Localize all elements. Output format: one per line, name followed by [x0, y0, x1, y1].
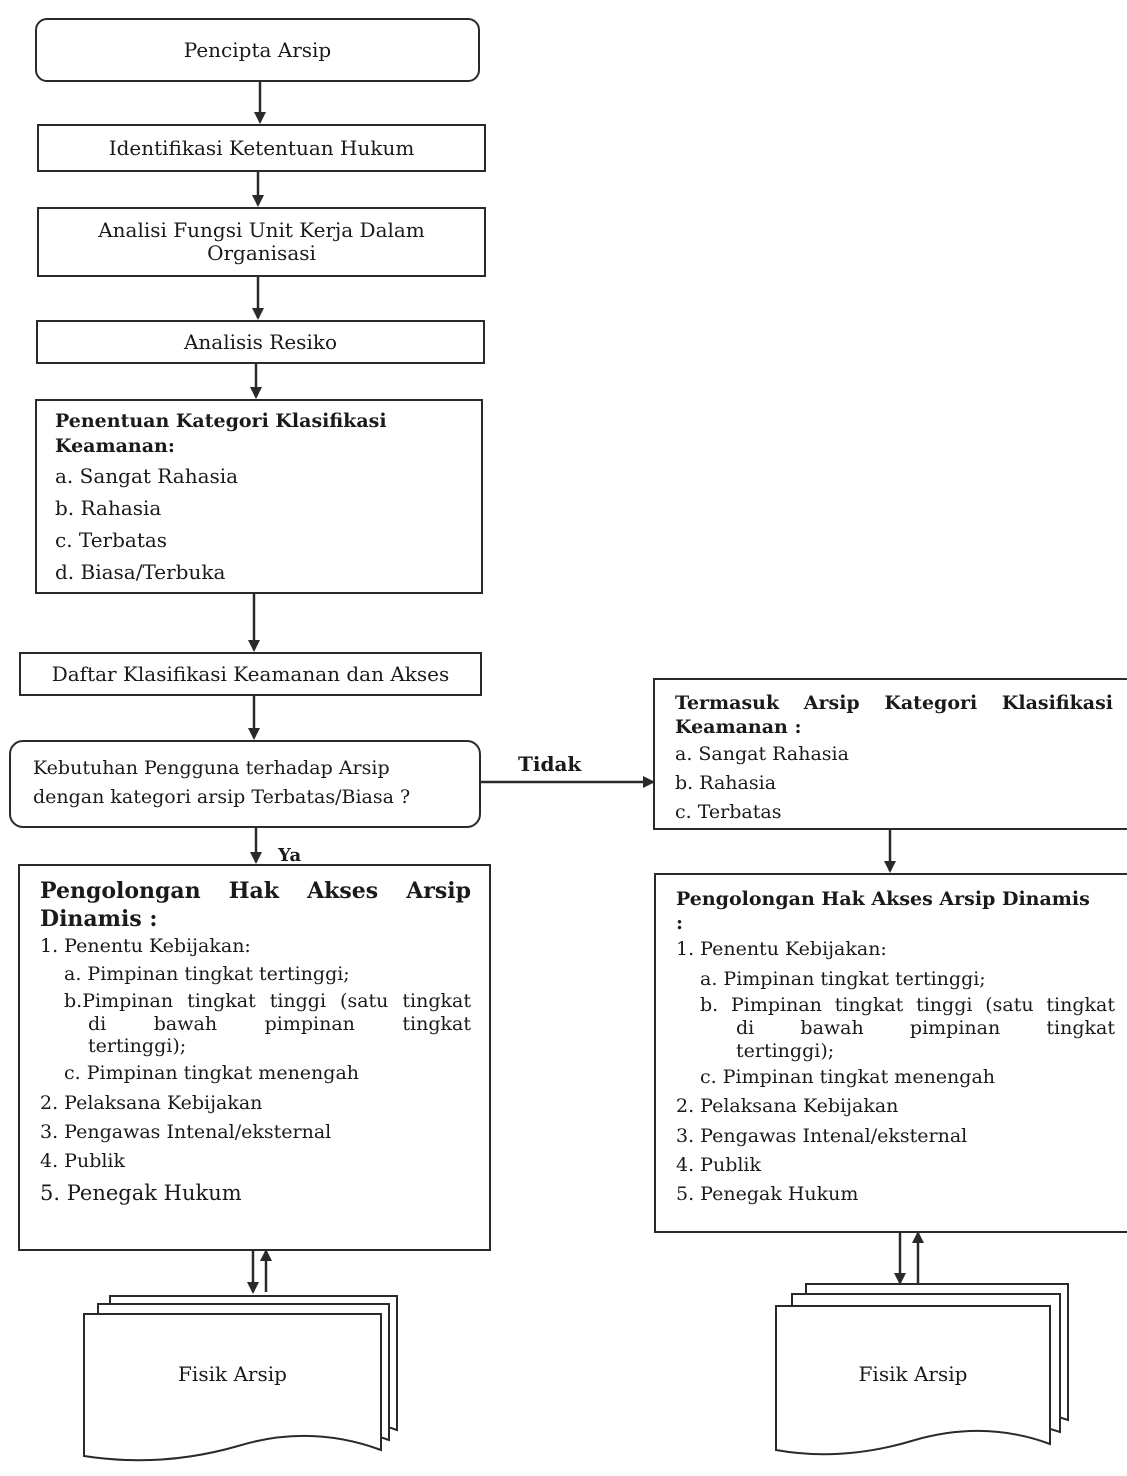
access-right-b-line1: b. Pimpinan tingkat tinggi (satu tingkat	[700, 994, 1115, 1017]
access-left-a: a. Pimpinan tingkat tertinggi;	[64, 963, 350, 986]
access-right-heading-line2: :	[676, 911, 684, 934]
access-left-b-line1: b.Pimpinan tingkat tinggi (satu tingkat	[64, 989, 471, 1012]
access-left-p2: 2. Pelaksana Kebijakan	[40, 1091, 263, 1114]
access-left-p4: 4. Publik	[40, 1150, 126, 1173]
category-item: d. Biasa/Terbuka	[55, 560, 226, 585]
access-right-b-line2: di bawah pimpinan tingkat	[736, 1017, 1115, 1040]
access-left-box: Pengolongan Hak Akses Arsip Dinamis : 1.…	[18, 864, 491, 1251]
category-heading-line2: Keamanan:	[55, 434, 175, 457]
step-function-line1: Analisi Fungsi Unit Kerja Dalam	[98, 218, 425, 242]
access-left-b-line3: tertinggi);	[88, 1035, 187, 1058]
decision-box: Kebutuhan Pengguna terhadap Arsip dengan…	[9, 740, 481, 828]
secure-item: b. Rahasia	[675, 771, 777, 794]
category-heading: Penentuan Kategori Klasifikasi Keamanan:	[55, 409, 463, 458]
document-stack-left	[83, 1295, 398, 1462]
decision-line2: dengan kategori arsip Terbatas/Biasa ?	[33, 785, 411, 808]
yes-branch-label: Ya	[278, 845, 302, 866]
access-left-c: c. Pimpinan tingkat menengah	[64, 1062, 360, 1085]
access-right-heading-line1: Pengolongan Hak Akses Arsip Dinamis	[676, 888, 1090, 910]
category-list: a. Sangat Rahasia b. Rahasia c. Terbatas…	[55, 460, 463, 588]
access-left-p3: 3. Pengawas Intenal/eksternal	[40, 1121, 332, 1144]
access-right-b: b. Pimpinan tingkat tinggi (satu tingkat…	[676, 994, 1115, 1062]
access-right-c: c. Pimpinan tingkat menengah	[700, 1065, 996, 1088]
start-terminal: Pencipta Arsip	[35, 18, 480, 82]
access-right-b-line3: tertinggi);	[736, 1039, 835, 1062]
access-left-b: b.Pimpinan tingkat tinggi (satu tingkat …	[40, 990, 471, 1058]
step-legal-identification: Identifikasi Ketentuan Hukum	[37, 124, 486, 172]
secure-category-box: Termasuk Arsip Kategori Klasifikasi Keam…	[653, 678, 1127, 830]
category-item: c. Terbatas	[55, 528, 168, 553]
step-legal-label: Identifikasi Ketentuan Hukum	[108, 136, 415, 160]
step-classification-list: Daftar Klasifikasi Keamanan dan Akses	[19, 652, 482, 696]
start-label: Pencipta Arsip	[183, 38, 332, 62]
access-right-box: Pengolongan Hak Akses Arsip Dinamis : 1.…	[654, 873, 1127, 1233]
step-function-analysis: Analisi Fungsi Unit Kerja Dalam Organisa…	[37, 207, 486, 277]
access-right-p5: 5. Penegak Hukum	[676, 1183, 859, 1206]
category-heading-line1: Penentuan Kategori Klasifikasi	[55, 410, 387, 432]
step-risk-label: Analisis Resiko	[183, 330, 338, 354]
secure-heading-line2: Keamanan :	[675, 715, 802, 738]
document-left-label: Fisik Arsip	[178, 1362, 287, 1386]
access-right-p3: 3. Pengawas Intenal/eksternal	[676, 1124, 968, 1147]
classification-list-label: Daftar Klasifikasi Keamanan dan Akses	[51, 662, 450, 686]
secure-item: a. Sangat Rahasia	[675, 742, 849, 765]
secure-list: a. Sangat Rahasia b. Rahasia c. Terbatas	[675, 740, 1113, 828]
step-risk-analysis: Analisis Resiko	[36, 320, 485, 364]
access-left-p5: 5. Penegak Hukum	[40, 1180, 242, 1205]
step-function-line2: Organisasi	[207, 241, 316, 265]
no-branch-label: Tidak	[518, 752, 582, 776]
category-box: Penentuan Kategori Klasifikasi Keamanan:…	[35, 399, 483, 594]
access-left-p1: 1. Penentu Kebijakan:	[40, 934, 251, 957]
access-left-heading-line2: Dinamis :	[40, 905, 158, 932]
category-item: b. Rahasia	[55, 496, 162, 521]
access-left-heading-line1: Pengolongan Hak Akses Arsip	[40, 878, 471, 904]
access-right-p1: 1. Penentu Kebijakan:	[676, 938, 887, 961]
access-right-p4: 4. Publik	[676, 1154, 762, 1177]
secure-item: c. Terbatas	[675, 801, 782, 824]
secure-heading-line1: Termasuk Arsip Kategori Klasifikasi	[675, 692, 1113, 714]
access-right-p2: 2. Pelaksana Kebijakan	[676, 1095, 899, 1118]
access-left-b-line2: di bawah pimpinan tingkat	[88, 1012, 471, 1035]
document-right-label: Fisik Arsip	[858, 1362, 968, 1386]
access-right-a: a. Pimpinan tingkat tertinggi;	[700, 967, 986, 990]
decision-line1: Kebutuhan Pengguna terhadap Arsip	[33, 757, 390, 779]
category-item: a. Sangat Rahasia	[55, 464, 239, 489]
document-stack-right	[775, 1283, 1069, 1456]
